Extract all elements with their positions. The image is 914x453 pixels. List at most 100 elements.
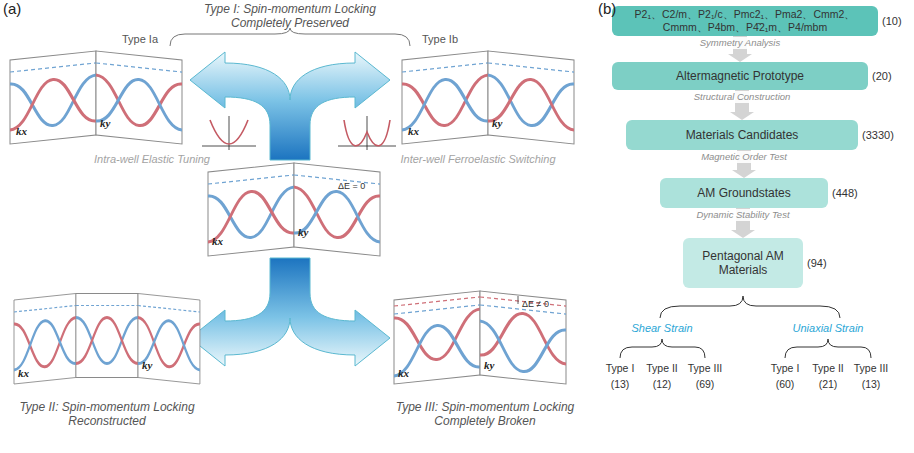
- band-plot-type-ii: [76, 294, 138, 378]
- step-label: Magnetic Order Test: [699, 151, 789, 163]
- flow-box: P2₁、C2/m、P2₁/c、Pmc2₁、Pma2、Cmm2、Cmmm、P4bm…: [612, 6, 878, 36]
- band-plot-type-ii: [138, 306, 200, 313]
- band-plot-type-ib: [402, 63, 488, 72]
- count-number: (3330): [862, 129, 894, 141]
- band-plot-type-iii: [480, 291, 566, 384]
- band-plot-type-iii: [480, 291, 566, 384]
- split-arrow-bottom: [190, 258, 390, 366]
- band-plot-type-ia: [96, 51, 182, 144]
- band-plot-type-ia: [96, 75, 182, 130]
- band-plot-pristine: [208, 163, 294, 256]
- strain-brace: [620, 339, 705, 358]
- panel-label: (b): [598, 2, 616, 16]
- box-title: Materials Candidates: [680, 128, 805, 142]
- band-plot-type-ib: [488, 51, 574, 144]
- axis-label: kx: [398, 366, 409, 380]
- band-plot-type-ii: [138, 294, 200, 385]
- band-plot-pristine: [294, 175, 380, 184]
- flow-box: Pentagonal AM Materials(94): [683, 238, 803, 288]
- band-plot-type-ia: [10, 75, 96, 130]
- band-plot-type-iii: [518, 296, 519, 304]
- count-number: (10): [882, 15, 902, 27]
- band-plot-type-ia: [10, 75, 96, 130]
- band-plot-type-ib: [402, 75, 488, 130]
- count-number: (12): [653, 377, 672, 391]
- band-plot-type-ia: [10, 51, 182, 144]
- band-plot-pristine: [208, 163, 294, 256]
- band-plot-type-ib: [488, 75, 574, 130]
- band-plot-type-ii: [14, 317, 76, 370]
- strain-name: Uniaxial Strain: [793, 321, 864, 335]
- count-number: (13): [611, 377, 630, 391]
- band-plot-type-ib: [402, 51, 488, 144]
- band-plot-pristine: [294, 163, 380, 256]
- band-plot-type-ii: [138, 294, 200, 385]
- preserved-bracket: [170, 28, 410, 46]
- band-plot-type-ib: [488, 75, 574, 130]
- band-plot-type-ii: [14, 305, 76, 312]
- flow-box: Materials Candidates(3330): [626, 120, 858, 150]
- band-plot-type-iii: [394, 297, 480, 306]
- box-title: Altermagnetic Prototype: [670, 69, 810, 83]
- band-plot-type-ib: [402, 51, 488, 144]
- type-name: Type II: [812, 361, 844, 375]
- band-plot-pristine: [294, 187, 380, 242]
- single-well-icon: [210, 120, 248, 144]
- band-plot-type-ia: [10, 51, 96, 144]
- band-plot-type-ii: [14, 293, 200, 384]
- band-plot-type-ii: [76, 318, 138, 364]
- type-name: Type III: [688, 361, 722, 375]
- type-name: Type I: [771, 361, 800, 375]
- band-plot-type-ia: [10, 63, 96, 72]
- strain-brace: [785, 339, 871, 358]
- band-plot-type-ii: [76, 305, 138, 306]
- band-plot-pristine: [294, 187, 380, 242]
- flow-box: AM Groundstates(448): [660, 178, 828, 208]
- strain-brace: [660, 296, 840, 318]
- type-name: Type I: [606, 361, 635, 375]
- axis-label: ky: [100, 116, 110, 130]
- type-name: Type Ia: [122, 32, 158, 46]
- energy-gap: ΔE ≠ 0: [522, 297, 549, 311]
- preserved-bracket: [170, 28, 410, 46]
- band-plot-type-iii: [394, 291, 480, 384]
- count-number: (448): [832, 187, 858, 199]
- process-note: Intra-well Elastic Tuning: [94, 152, 210, 166]
- count-number: (13): [862, 377, 881, 391]
- band-plot-type-ii: [14, 293, 76, 384]
- axis-label: ky: [492, 116, 502, 130]
- type-name: Type Ib: [422, 32, 458, 46]
- band-plot-type-ib: [402, 51, 574, 144]
- band-plot-type-ib: [488, 63, 574, 72]
- band-plot-type-ii: [14, 317, 76, 370]
- band-plot-type-ii: [76, 318, 138, 364]
- band-plot-pristine: [208, 175, 294, 184]
- band-plot-type-iii: [394, 291, 480, 384]
- process-note: Inter-well Ferroelastic Switching: [400, 152, 555, 166]
- type-heading: Type I: Spin-momentum Locking Completely…: [185, 2, 395, 30]
- split-arrow-top: [190, 52, 390, 160]
- axis-label: ky: [142, 358, 152, 372]
- box-title: Pentagonal AM Materials: [683, 249, 803, 277]
- band-plot-type-iii: [480, 321, 566, 376]
- band-plot-pristine: [208, 163, 380, 256]
- band-plot-pristine: [294, 163, 380, 256]
- step-label: Symmetry Analysis: [698, 37, 782, 49]
- band-plot-type-ia: [96, 51, 182, 144]
- count-number: (60): [776, 377, 795, 391]
- band-plot-type-ia: [96, 63, 182, 72]
- strain-brace: [620, 296, 871, 358]
- count-number: (20): [872, 70, 892, 82]
- strain-name: Shear Strain: [631, 321, 692, 335]
- split-arrow-bottom: [190, 258, 390, 366]
- type-heading: Type II: Spin-momentum Locking Reconstru…: [7, 400, 207, 428]
- box-title: P2₁、C2/m、P2₁/c、Pmc2₁、Pma2、Cmm2、Cmmm、P4bm…: [612, 8, 878, 34]
- axis-label: ky: [298, 225, 308, 239]
- type-name: Type II: [646, 361, 678, 375]
- band-plot-type-iii: [394, 305, 480, 314]
- band-plot-type-iii: [394, 309, 480, 364]
- double-well-icon: [344, 120, 390, 146]
- panel-label: (a): [3, 2, 21, 16]
- double-well-icon: [338, 116, 396, 150]
- flow-box: Altermagnetic Prototype(20): [612, 62, 868, 90]
